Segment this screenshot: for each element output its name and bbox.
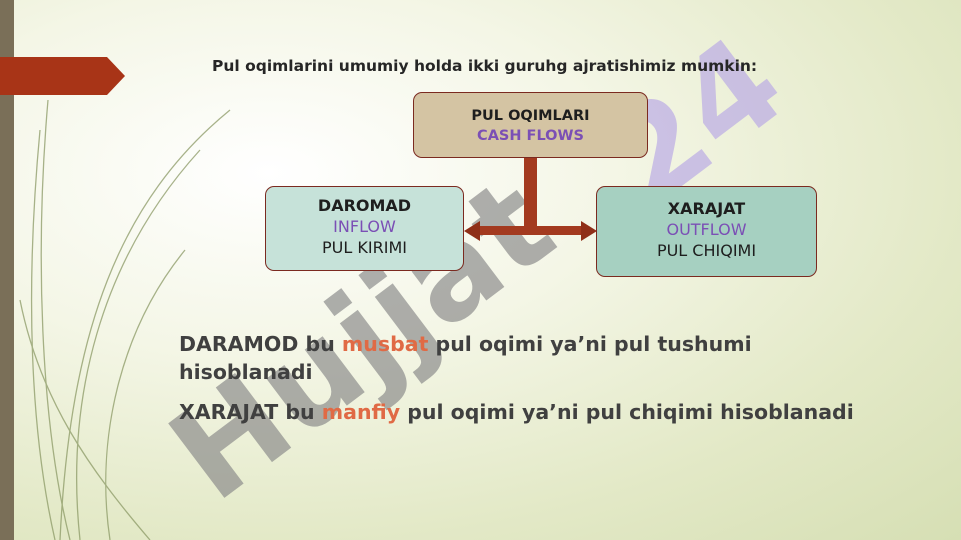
outflow-title: XARAJAT (667, 199, 746, 218)
sentence1-start: DARAMOD bu (179, 332, 342, 356)
positive-keyword: musbat (341, 332, 429, 356)
positive-flow-sentence: DARAMOD bu musbat pul oqimi ya’ni pul tu… (179, 330, 869, 386)
sentence1-end: pul oqimi ya’ni pul tushumi hisoblanadi (179, 332, 752, 384)
negative-keyword: manfiy (321, 400, 401, 424)
slide-heading: Pul oqimlarini umumiy holda ikki guruhg … (212, 57, 758, 75)
inflow-box: DAROMAD INFLOW PUL KIRIMI (265, 186, 464, 271)
cash-flows-box: PUL OQIMLARI CASH FLOWS (413, 92, 648, 158)
outflow-uzbek-label: PUL CHIQIMI (656, 241, 757, 260)
cash-flows-title: PUL OQIMLARI (471, 108, 590, 124)
title-arrow-marker (0, 57, 125, 95)
sentence2-start: XARAJAT bu (179, 400, 322, 424)
sentence2-end: pul oqimi ya’ni pul chiqimi hisoblanadi (400, 400, 854, 424)
outflow-english-label: OUTFLOW (666, 220, 747, 239)
inflow-uzbek-label: PUL KIRIMI (322, 238, 407, 257)
inflow-english-label: INFLOW (333, 217, 396, 236)
cash-flows-subtitle: CASH FLOWS (477, 128, 584, 144)
inflow-title: DAROMAD (317, 196, 412, 215)
outflow-box: XARAJAT OUTFLOW PUL CHIQIMI (596, 186, 817, 277)
negative-flow-sentence: XARAJAT bu manfiy pul oqimi ya’ni pul ch… (179, 398, 919, 426)
left-sidebar-bar (0, 0, 14, 540)
